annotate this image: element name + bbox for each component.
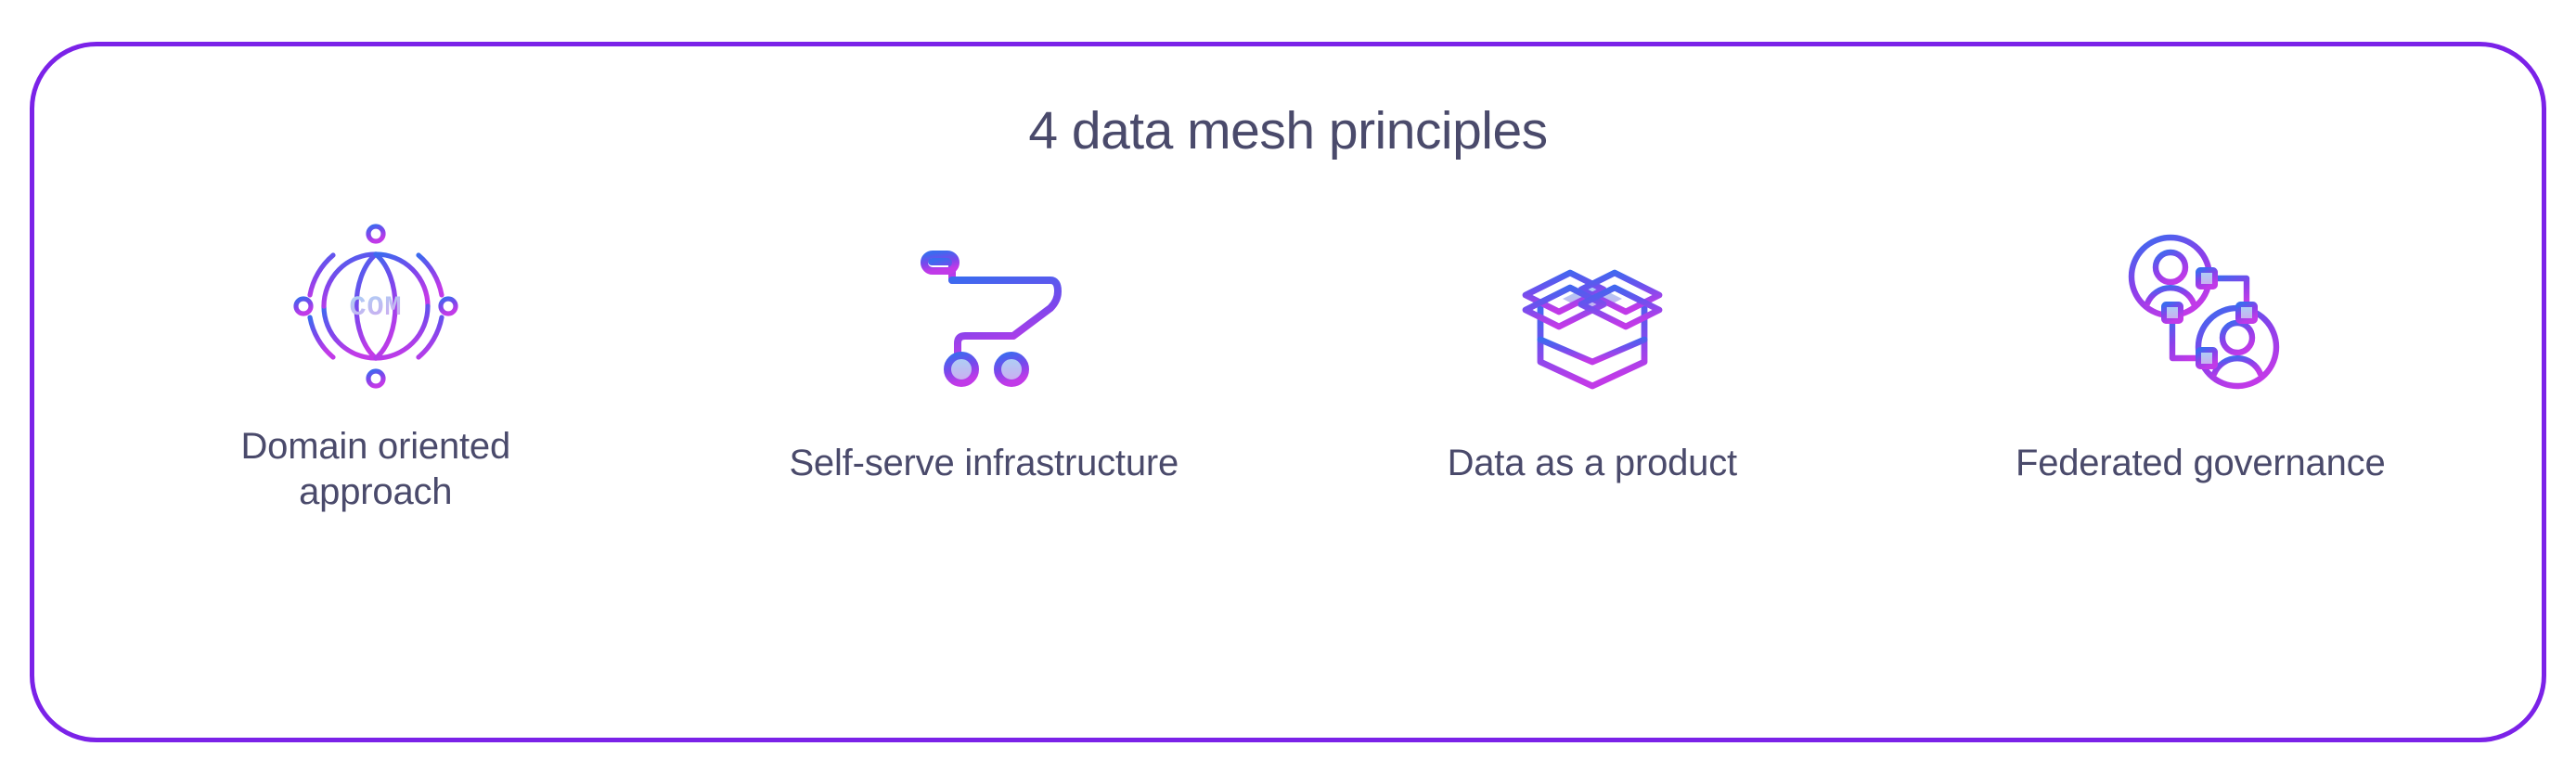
principle-item-federated-governance: Federated governance: [1897, 204, 2505, 650]
principle-label-line-1: Domain oriented: [240, 426, 511, 467]
principles-card: 4 data mesh principles: [30, 42, 2546, 742]
principle-item-data-as-a-product: Data as a product: [1288, 204, 1897, 650]
domain-globe-icon: COM: [283, 213, 469, 399]
principles-row: COM Domain oriented approach: [71, 204, 2505, 650]
domain-icon-com-label: COM: [349, 292, 402, 324]
principle-label-line-2: approach: [299, 470, 453, 512]
principle-label: Federated governance: [2015, 443, 2386, 483]
principle-label: Domain oriented approach: [223, 424, 529, 515]
shopping-cart-icon: [891, 213, 1076, 399]
principle-label: Self-serve infrastructure: [789, 443, 1179, 483]
principle-item-self-serve-infrastructure: Self-serve infrastructure: [680, 204, 1289, 650]
open-box-package-icon: [1500, 213, 1685, 399]
principle-item-domain-oriented-approach: COM Domain oriented approach: [71, 204, 680, 650]
connected-users-network-icon: [2107, 213, 2293, 399]
page-title: 4 data mesh principles: [1028, 101, 1548, 161]
principle-label: Data as a product: [1447, 443, 1738, 483]
